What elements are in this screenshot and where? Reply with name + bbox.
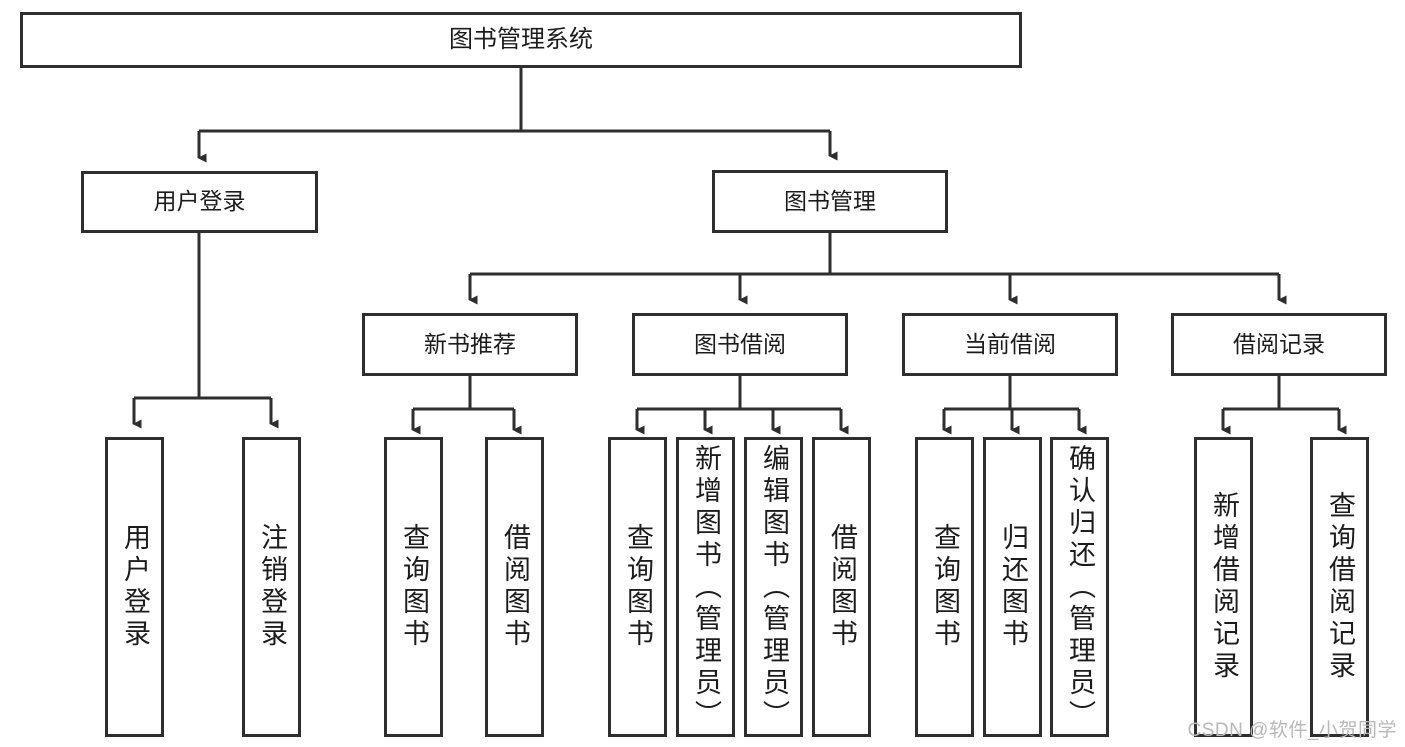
- leaf-borrow-add-book-label: 新增图书（管理员）: [691, 444, 721, 732]
- leaf-borrow-query-book[interactable]: 查询图书: [608, 437, 667, 737]
- leaf-current-confirm-return-label: 确认归还（管理员）: [1065, 444, 1095, 732]
- leaf-user-login-label: 用户登录: [120, 523, 150, 651]
- leaf-current-return-book-label: 归还图书: [998, 523, 1028, 651]
- leaf-user-login[interactable]: 用户登录: [105, 437, 164, 737]
- leaf-current-confirm-return[interactable]: 确认归还（管理员）: [1050, 437, 1109, 737]
- leaf-user-logout-label: 注销登录: [257, 523, 287, 651]
- leaf-borrow-edit-book-label: 编辑图书（管理员）: [759, 444, 789, 732]
- node-root[interactable]: 图书管理系统: [20, 12, 1022, 68]
- node-new-book-rec-label: 新书推荐: [424, 330, 516, 357]
- leaf-record-query[interactable]: 查询借阅记录: [1310, 437, 1369, 737]
- node-book-manage-label: 图书管理: [784, 187, 876, 214]
- node-new-book-rec[interactable]: 新书推荐: [362, 313, 578, 376]
- node-user-login-label: 用户登录: [153, 188, 246, 215]
- leaf-record-add-label: 新增借阅记录: [1209, 491, 1239, 683]
- leaf-current-query-book[interactable]: 查询图书: [915, 437, 974, 737]
- leaf-borrow-borrow-book[interactable]: 借阅图书: [812, 437, 871, 737]
- watermark: CSDN @软件_小贺同学: [1187, 720, 1397, 741]
- leaf-borrow-query-book-label: 查询图书: [623, 523, 653, 651]
- node-borrow-record-label: 借阅记录: [1233, 330, 1325, 357]
- leaf-rec-borrow-book[interactable]: 借阅图书: [485, 437, 544, 737]
- node-book-borrow[interactable]: 图书借阅: [632, 313, 848, 376]
- leaf-borrow-borrow-book-label: 借阅图书: [827, 523, 857, 651]
- leaf-rec-borrow-book-label: 借阅图书: [500, 523, 530, 651]
- leaf-rec-query-book-label: 查询图书: [399, 523, 429, 651]
- node-borrow-record[interactable]: 借阅记录: [1171, 313, 1387, 376]
- leaf-current-return-book[interactable]: 归还图书: [983, 437, 1042, 737]
- leaf-borrow-add-book[interactable]: 新增图书（管理员）: [676, 437, 735, 737]
- node-user-login[interactable]: 用户登录: [81, 171, 318, 233]
- leaf-record-add[interactable]: 新增借阅记录: [1194, 437, 1253, 737]
- node-current-borrow-label: 当前借阅: [964, 330, 1056, 357]
- node-current-borrow[interactable]: 当前借阅: [902, 313, 1118, 376]
- leaf-borrow-edit-book[interactable]: 编辑图书（管理员）: [744, 437, 803, 737]
- node-root-label: 图书管理系统: [449, 25, 593, 53]
- node-book-borrow-label: 图书借阅: [694, 330, 786, 357]
- leaf-record-query-label: 查询借阅记录: [1325, 491, 1355, 683]
- leaf-rec-query-book[interactable]: 查询图书: [384, 437, 443, 737]
- leaf-user-logout[interactable]: 注销登录: [242, 437, 301, 737]
- leaf-current-query-book-label: 查询图书: [930, 523, 960, 651]
- node-book-manage[interactable]: 图书管理: [712, 170, 948, 233]
